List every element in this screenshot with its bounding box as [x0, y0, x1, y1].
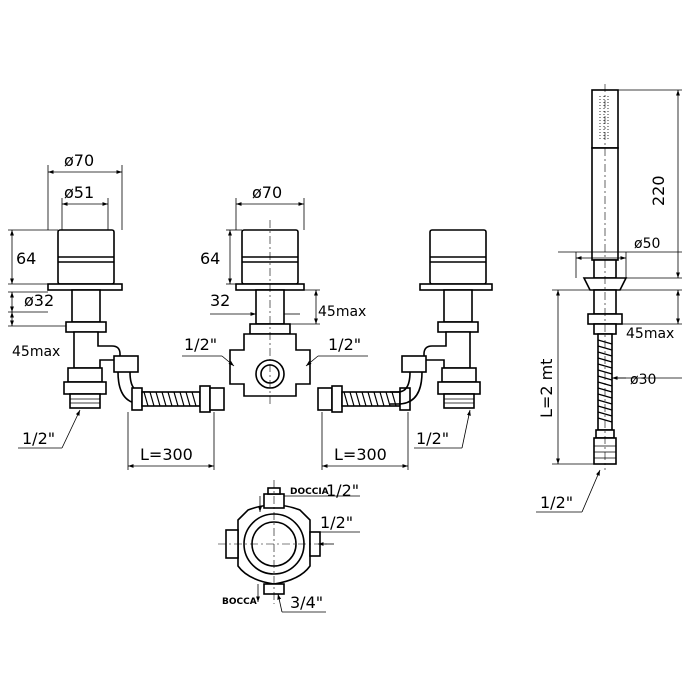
hand-shower-dia-hose-label: ø30 — [630, 372, 656, 388]
right-valve-dimensions: 1/2" — [414, 409, 471, 449]
center-height-label: 64 — [200, 249, 220, 268]
left-hose — [131, 385, 225, 413]
left-dia-outer-label: ø70 — [64, 151, 94, 170]
center-thread-right-label: 1/2" — [328, 335, 361, 354]
left-hose-length-label: L=300 — [140, 445, 193, 464]
center-stem-label: 32 — [210, 291, 230, 310]
right-thread-label: 1/2" — [416, 429, 449, 448]
hand-shower-max-depth-label: 45max — [626, 326, 674, 342]
hand-shower — [582, 84, 628, 470]
left-hose-dimension: L=300 — [127, 412, 215, 470]
center-max-depth-label: 45max — [318, 304, 366, 320]
right-hose-dimension: L=300 — [321, 412, 409, 470]
right-hose — [317, 385, 411, 413]
diverter-top-view-labels: DOCCIA 1/2" 1/2" BOCCA 3/4" — [222, 481, 360, 613]
doccia-label: DOCCIA — [290, 487, 329, 497]
hand-shower-hose-length-label: L=2 mt — [537, 359, 556, 418]
right-hose-length-label: L=300 — [334, 445, 387, 464]
center-mixer-dimensions: ø70 64 32 45max 1/2" 1/2" — [182, 183, 368, 367]
bocca-thread-label: 3/4" — [290, 593, 323, 612]
center-mixer — [229, 220, 311, 404]
left-max-depth-label: 45max — [12, 344, 60, 360]
left-valve — [47, 229, 150, 409]
center-dia-outer-label: ø70 — [252, 183, 282, 202]
right-valve — [390, 229, 493, 409]
left-valve-dimensions: ø70 ø51 64 ø32 45max 1/2" — [8, 151, 123, 449]
center-thread-left-label: 1/2" — [184, 335, 217, 354]
left-dia-stem-label: ø32 — [24, 291, 54, 310]
doccia-thread-label: 1/2" — [326, 481, 359, 500]
left-height-label: 64 — [16, 249, 36, 268]
hand-shower-thread-label: 1/2" — [540, 493, 573, 512]
hand-shower-height-label: 220 — [649, 175, 668, 206]
left-dia-inner-label: ø51 — [64, 183, 94, 202]
inlet-thread-label: 1/2" — [320, 513, 353, 532]
hand-shower-dimensions: 220 ø50 45max ø30 L=2 mt 1/2" — [536, 89, 682, 513]
bocca-label: BOCCA — [222, 597, 257, 607]
hand-shower-dia-holder-label: ø50 — [634, 236, 660, 252]
left-thread-label: 1/2" — [22, 429, 55, 448]
diverter-top-view — [218, 480, 330, 604]
